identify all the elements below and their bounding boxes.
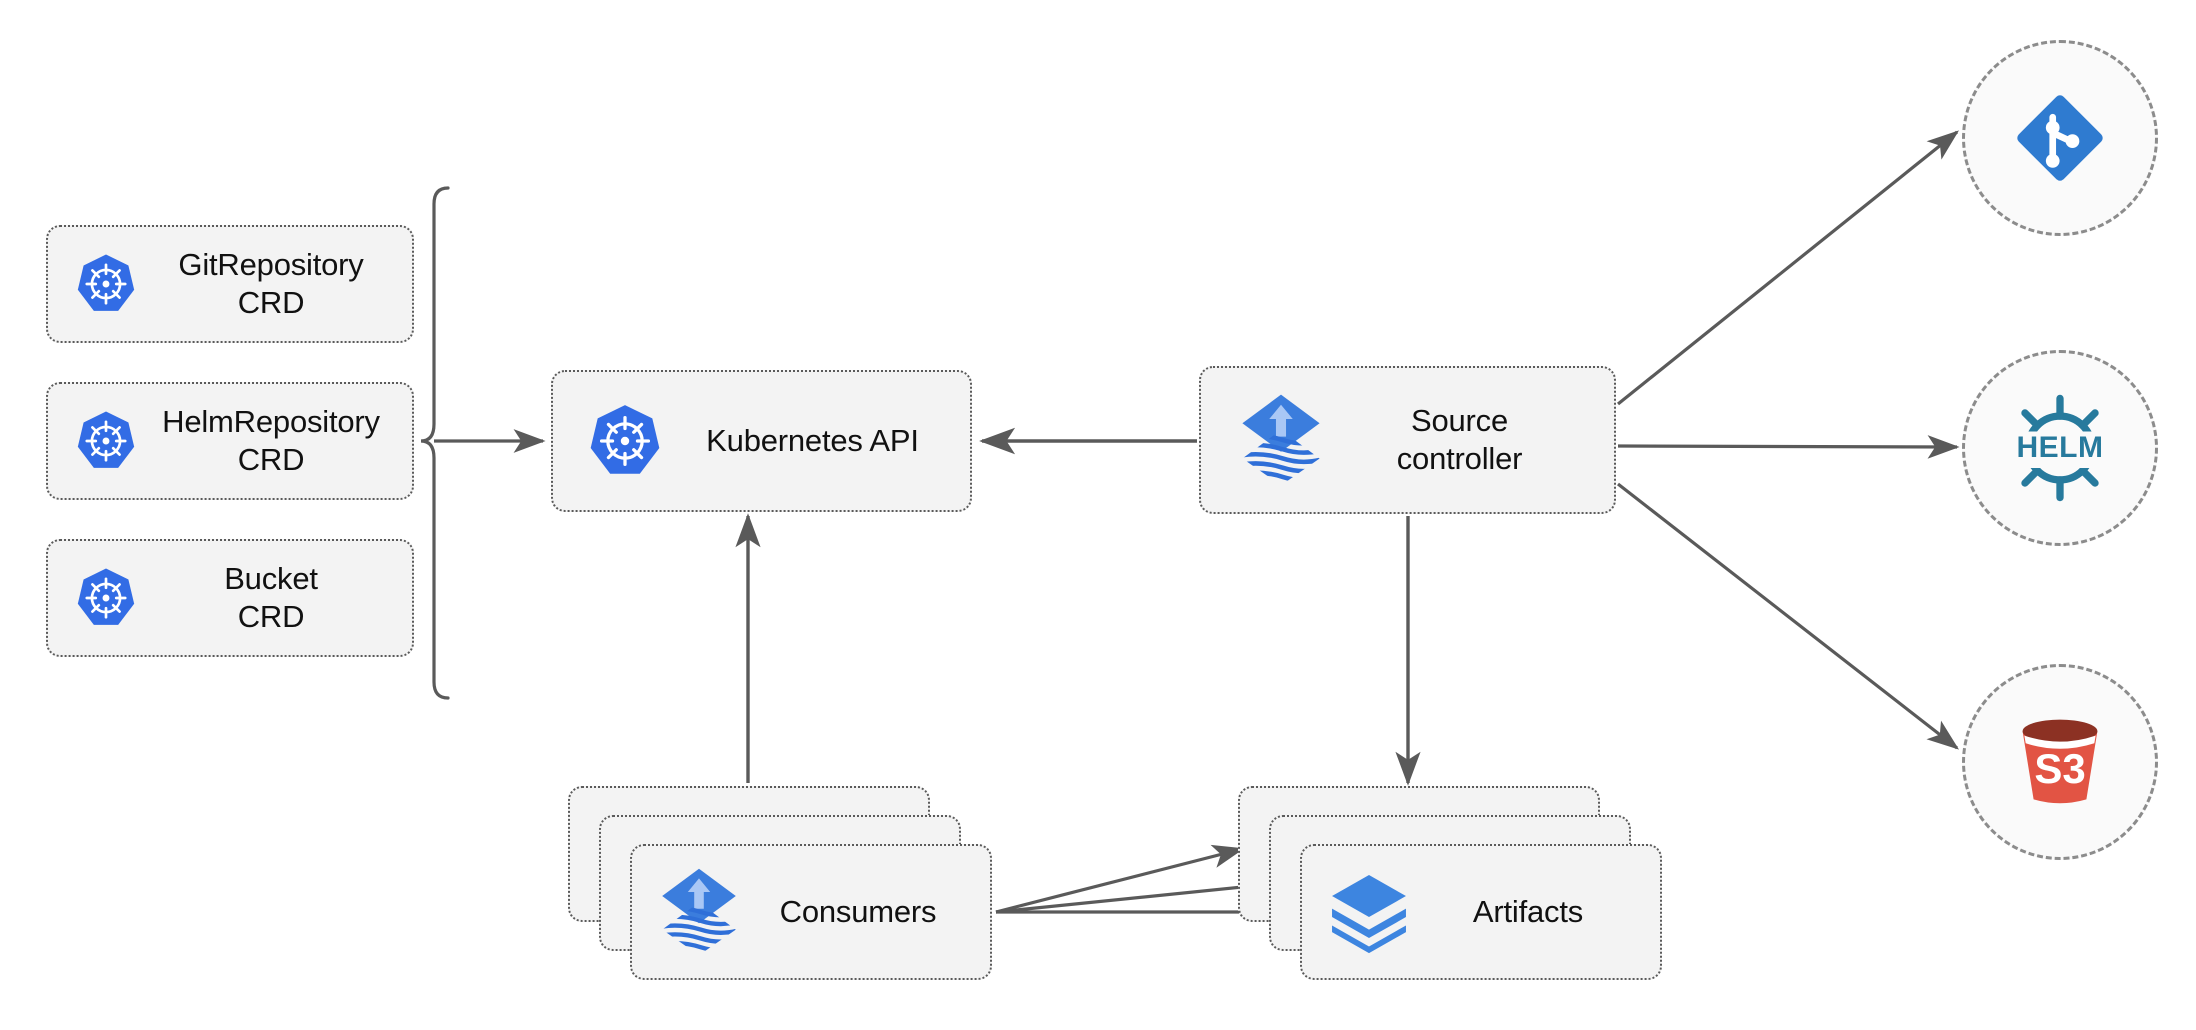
kubernetes-icon	[581, 402, 669, 480]
edge-source-to-git	[1616, 130, 1959, 406]
flux-icon	[1235, 393, 1327, 487]
kubernetes-icon	[70, 566, 142, 630]
node-artifacts[interactable]: Artifacts	[1238, 786, 1666, 986]
artifacts-layer-front[interactable]: Artifacts	[1300, 844, 1662, 980]
node-gitrepository-crd[interactable]: GitRepository CRD	[46, 225, 414, 343]
consumers-layer-front[interactable]: Consumers	[630, 844, 992, 980]
node-label: Source controller	[1396, 403, 1523, 476]
helm-wordmark: HELM	[2001, 431, 2119, 469]
node-label: Bucket CRD	[224, 561, 318, 634]
git-icon	[2008, 86, 2112, 190]
helm-icon: HELM	[2001, 389, 2119, 507]
s3-wordmark: S3	[2034, 745, 2086, 792]
node-label: Artifacts	[1472, 894, 1584, 930]
s3-icon: S3	[2005, 707, 2115, 817]
edge-source-to-helm	[1617, 435, 1960, 459]
node-consumers[interactable]: Consumers	[568, 786, 996, 986]
flux-icon	[656, 867, 742, 957]
kubernetes-icon	[70, 409, 142, 473]
edge-consumers-to-artifacts-1	[995, 844, 1245, 914]
node-helmrepository-crd[interactable]: HelmRepository CRD	[46, 382, 414, 500]
node-source-controller[interactable]: Source controller	[1199, 366, 1616, 514]
node-kubernetes-api[interactable]: Kubernetes API	[551, 370, 972, 512]
node-label: Consumers	[779, 894, 937, 930]
node-helm[interactable]: HELM	[1962, 350, 2158, 546]
node-label: HelmRepository CRD	[162, 404, 380, 477]
node-bucket-crd[interactable]: Bucket CRD	[46, 539, 414, 657]
edge-consumers-to-artifacts-2	[995, 875, 1275, 914]
node-label: GitRepository CRD	[178, 247, 364, 320]
node-git[interactable]	[1962, 40, 2158, 236]
node-label: Kubernetes API	[706, 423, 919, 459]
layers-icon	[1326, 870, 1412, 954]
kubernetes-icon	[70, 252, 142, 316]
crds-bracket	[420, 186, 450, 700]
node-s3[interactable]: S3	[1962, 664, 2158, 860]
edge-source-to-s3	[1617, 482, 1960, 750]
